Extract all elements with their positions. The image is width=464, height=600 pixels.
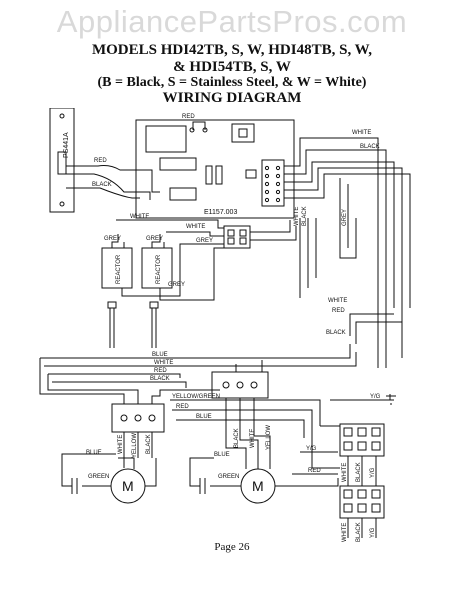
label-grey-sw: GREY	[196, 238, 213, 244]
watermark: AppliancePartsPros.com	[56, 4, 408, 39]
label-blue-m2: BLUE	[214, 452, 230, 458]
page-number: Page 26	[214, 541, 250, 553]
wiring-diagram: PS441A RED RED BLACK E1157.003 WHITE BLA…	[39, 108, 411, 542]
reactor-1	[101, 247, 133, 289]
label-white-sb: WHITE	[342, 463, 348, 482]
label-red-bus: RED	[154, 368, 167, 374]
label-white-top: WHITE	[352, 130, 371, 136]
label-white-m1: WHITE	[118, 435, 124, 454]
label-reactor-1: REACTOR	[116, 254, 122, 284]
ps441a-panel	[49, 108, 75, 213]
label-yg-m2: Y/G	[306, 446, 317, 452]
control-board	[135, 119, 295, 219]
label-green-m2: GREEN	[218, 474, 239, 480]
label-board-code: E1157.003	[204, 209, 237, 216]
label-black-bot: BLACK	[356, 522, 362, 542]
label-yellow-m1: YELLOW	[132, 433, 138, 458]
label-reactor-2: REACTOR	[156, 254, 162, 284]
label-black-left: BLACK	[92, 182, 112, 188]
label-black-r1: BLACK	[326, 330, 346, 336]
label-black-m2: BLACK	[234, 428, 240, 448]
switch-block-top	[339, 423, 385, 457]
label-grey-v: GREY	[342, 209, 348, 226]
motor-2-symbol: M	[252, 478, 264, 494]
label-yellow-m2: YELLOW	[266, 425, 272, 450]
board-chip	[159, 157, 197, 171]
title-color-key: (B = Black, S = Stainless Steel, & W = W…	[97, 75, 367, 90]
label-red-m2: RED	[308, 468, 321, 474]
motor-1-symbol: M	[122, 478, 134, 494]
title-wiring-diagram: WIRING DIAGRAM	[162, 90, 302, 106]
label-white-r1: WHITE	[328, 298, 347, 304]
label-blue-m1: BLUE	[86, 450, 102, 456]
reactor-switch	[223, 225, 251, 249]
label-grey-r1: GREY	[104, 236, 121, 242]
label-black-bus: BLACK	[150, 376, 170, 382]
label-ps441a: PS441A	[63, 132, 70, 158]
switch-block-bottom	[339, 485, 385, 519]
label-red-r1: RED	[332, 308, 345, 314]
label-yg-ground: Y/G	[370, 394, 381, 400]
label-white-sw: WHITE	[186, 224, 205, 230]
label-black-sb: BLACK	[356, 462, 362, 482]
center-terminal-block	[211, 371, 269, 399]
label-green-m1: GREEN	[88, 474, 109, 480]
left-terminal-block	[111, 403, 165, 433]
label-white-mid: WHITE	[130, 214, 149, 220]
title-models-line2: & HDI54TB, S, W	[173, 59, 291, 75]
label-yellow-green: YELLOW/GREEN	[172, 394, 220, 400]
label-white-bus: WHITE	[154, 360, 173, 366]
label-yg-bot: Y/G	[370, 527, 376, 538]
title-models-line1: MODELS HDI42TB, S, W, HDI48TB, S, W,	[91, 42, 373, 58]
label-white-m2: WHITE	[250, 429, 256, 448]
label-white-bot: WHITE	[342, 523, 348, 542]
label-black-m1: BLACK	[146, 434, 152, 454]
label-black-v: BLACK	[302, 206, 308, 226]
label-red-c: RED	[176, 404, 189, 410]
label-yg-sb: Y/G	[370, 467, 376, 478]
label-black-top: BLACK	[360, 144, 380, 150]
label-blue-bus: BLUE	[152, 352, 168, 358]
reactor-2	[141, 247, 173, 289]
board-terminal-block	[261, 159, 285, 207]
label-red-left: RED	[94, 158, 107, 164]
label-red-top: RED	[182, 114, 195, 120]
label-grey-low: GREY	[168, 282, 185, 288]
label-grey-r2: GREY	[146, 236, 163, 242]
label-white-v: WHITE	[294, 207, 300, 226]
label-blue-c: BLUE	[196, 414, 212, 420]
